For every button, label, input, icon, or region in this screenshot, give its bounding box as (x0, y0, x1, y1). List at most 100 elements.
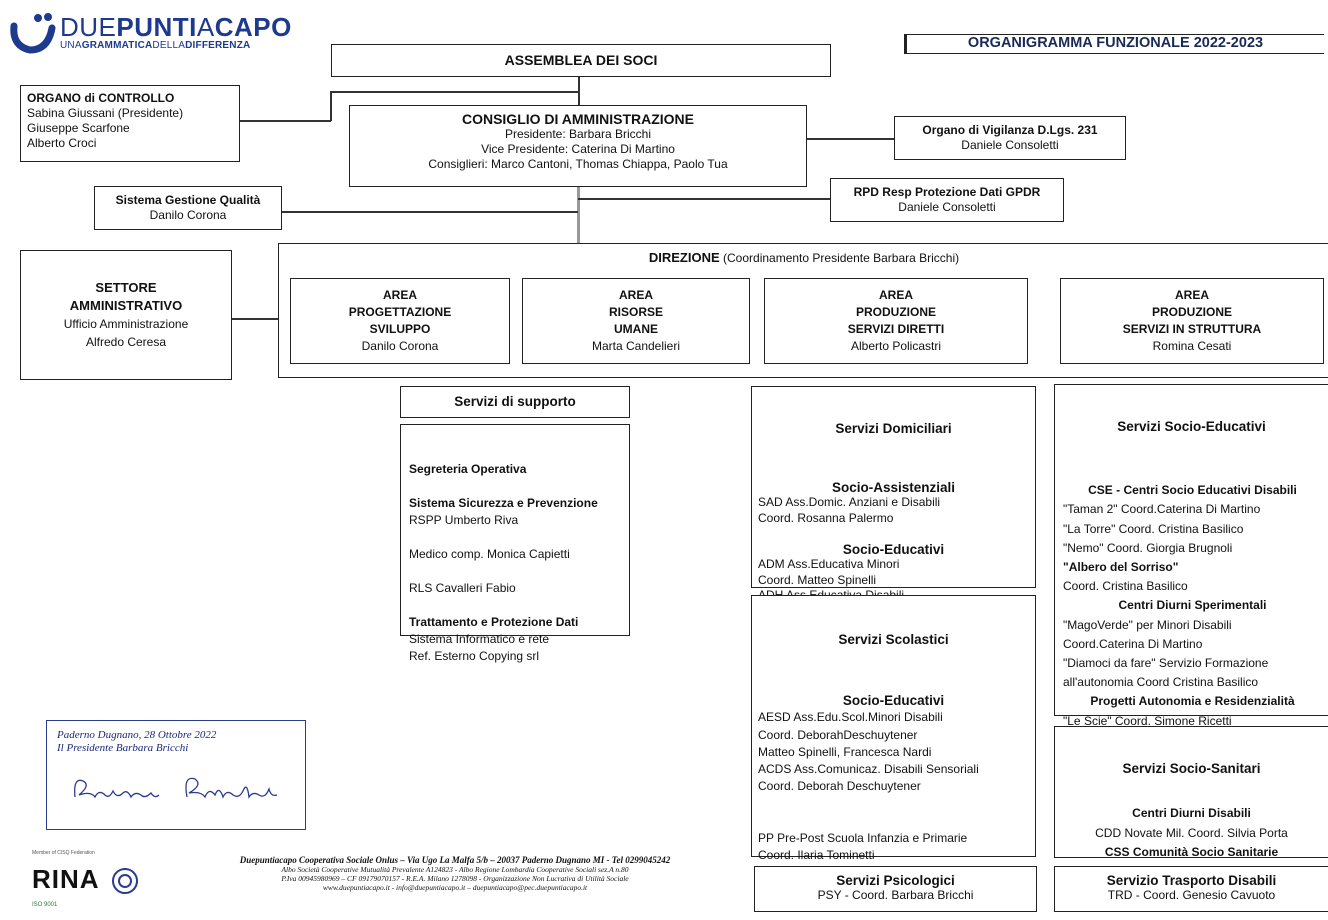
service-line (758, 813, 1035, 830)
settore-sub: Ufficio Amministrazione (63, 317, 189, 331)
connector (578, 198, 830, 200)
rpd-name: Daniele Consoletti (898, 200, 996, 214)
direzione-title: DIREZIONE (648, 250, 720, 265)
consiglio-line: Vice Presidente: Caterina Di Martino (481, 142, 675, 156)
service-line (409, 478, 629, 495)
connector (232, 318, 278, 320)
area-title: AREA (1174, 288, 1209, 302)
signature-box: Paderno Dugnano, 28 Ottobre 2022 Il Pres… (46, 720, 306, 830)
area-title: AREA (382, 288, 417, 302)
area-title: RISORSE (608, 305, 663, 319)
service-line (409, 597, 629, 614)
area-title: SERVIZI IN STRUTTURA (1122, 322, 1262, 336)
logo-brand: DUEPUNTIACAPO (60, 12, 292, 42)
service-line: Progetti Autonomia e Residenzialità (1090, 694, 1295, 709)
area-title: AREA (878, 288, 913, 302)
service-line: RLS Cavalleri Fabio (409, 581, 516, 595)
rina-logo-text: RINA (32, 864, 100, 894)
service-line: SAD Ass.Domic. Anziani e Disabili (758, 495, 941, 509)
service-line: AESD Ass.Edu.Scol.Minori Disabili (758, 710, 943, 725)
domiciliari-title: Servizi Domiciliari (835, 421, 952, 436)
area-title: SVILUPPO (369, 322, 431, 336)
service-line: CSS Comunità Socio Sanitarie (1104, 845, 1279, 859)
settore-title: SETTORE (95, 280, 157, 295)
area-title: PRODUZIONE (855, 305, 936, 319)
area-title: UMANE (614, 322, 658, 336)
footer-main: Duepuntiacapo Cooperativa Sociale Onlus … (239, 855, 671, 865)
area-box: AREA PRODUZIONE SERVIZI DIRETTI Alberto … (764, 278, 1028, 364)
area-name: Marta Candelieri (591, 339, 681, 353)
service-line (758, 795, 1035, 812)
psicologici-box: Servizi Psicologici PSY - Coord. Barbara… (754, 866, 1037, 912)
consiglio-title: CONSIGLIO DI AMMINISTRAZIONE (461, 111, 695, 127)
member: Alberto Croci (27, 136, 97, 150)
connector (282, 211, 578, 213)
service-line (1063, 462, 1328, 481)
assemblea-box: ASSEMBLEA DEI SOCI (331, 44, 831, 77)
service-line: Socio-Educativi (842, 693, 945, 709)
cert-bottom-text: ISO 9001 (32, 902, 58, 908)
consiglio-box: CONSIGLIO DI AMMINISTRAZIONE Presidente:… (349, 105, 807, 187)
consiglio-line: Consiglieri: Marco Cantoni, Thomas Chiap… (428, 157, 728, 171)
service-line: "Diamoci da fare" Servizio Formazione (1063, 656, 1269, 671)
connector (806, 138, 894, 140)
qualita-title: Sistema Gestione Qualità (115, 193, 261, 207)
socio-educativi-title: Servizi Socio-Educativi (1117, 419, 1266, 434)
service-line: Segreteria Operativa (409, 462, 527, 476)
connector (330, 91, 332, 121)
settore-title: AMMINISTRATIVO (69, 298, 183, 313)
service-line (758, 675, 1035, 692)
footer-line: P.Iva 00945980969 – CF 09179070157 - R.E… (281, 874, 629, 883)
trasporto-box: Servizio Trasporto Disabili TRD - Coord.… (1054, 866, 1328, 912)
service-line (409, 563, 629, 580)
service-line: Coord. Ilaria Tominetti (758, 847, 875, 862)
certification-logo: Member of CISQ Federation RINA ISO 9001 (30, 850, 150, 914)
service-line: "Taman 2" Coord.Caterina Di Martino (1063, 502, 1261, 517)
service-line: CDD Novate Mil. Coord. Silvia Porta (1095, 825, 1288, 840)
service-line: ADM Ass.Educativa Minori (758, 557, 900, 571)
service-line: RSPP Umberto Riva (409, 513, 519, 527)
service-line: Coord. Rosanna Palermo (758, 510, 894, 525)
footer-line: Albo Società Cooperative Mutualità Preva… (281, 865, 629, 874)
service-line: "La Torre" Coord. Cristina Basilico (1063, 521, 1244, 536)
socio-sanitari-title: Servizi Socio-Sanitari (1122, 761, 1261, 776)
qualita-name: Danilo Corona (149, 208, 227, 222)
service-line: Coord.Caterina Di Martino (1063, 636, 1203, 651)
socio-educativi-list: CSE - Centri Socio Educativi Disabili "Ta… (1063, 462, 1328, 750)
trasporto-title: Servizio Trasporto Disabili (1106, 873, 1277, 888)
settore-sub: Alfredo Ceresa (85, 335, 167, 349)
area-title: AREA (618, 288, 653, 302)
logo-tagline: UNAGRAMMATICADELLADIFFERENZA (60, 40, 251, 51)
scolastici-title: Servizi Scolastici (838, 632, 949, 647)
service-line: Medico comp. Monica Capietti (409, 547, 570, 561)
page-title: ORGANIGRAMMA FUNZIONALE 2022-2023 (904, 34, 1324, 54)
service-line: ACDS Ass.Comunicaz. Disabili Sensoriali (758, 762, 979, 776)
service-line: Coord. Matteo Spinelli (758, 572, 877, 587)
seal-icon (112, 868, 138, 894)
psicologici-title: Servizi Psicologici (836, 873, 955, 888)
service-line: CSE - Centri Socio Educativi Disabili (1088, 483, 1297, 498)
service-line: Socio-Educativi (842, 541, 945, 557)
service-line (758, 464, 1035, 480)
area-box: AREA PROGETTAZIONE SVILUPPO Danilo Coron… (290, 278, 510, 364)
vigilanza-name: Daniele Consoletti (961, 138, 1059, 152)
service-line: Coord. DeborahDeschuytener (758, 727, 918, 742)
area-title: SERVIZI DIRETTI (847, 322, 945, 336)
service-line (409, 529, 629, 546)
service-line: "Nemo" Coord. Giorgia Brugnoli (1063, 540, 1233, 555)
service-line: Centri Diurni Sperimentali (1118, 598, 1267, 613)
service-line: PP Pre-Post Scuola Infanzia e Primarie (758, 830, 968, 845)
service-line: Trattamento e Protezione Dati (409, 615, 579, 629)
socio-educativi-box: Servizi Socio-Educativi CSE - Centri Soc… (1054, 384, 1328, 747)
organo-controllo-title: ORGANO di CONTROLLO (27, 91, 175, 105)
vigilanza-box: Organo di Vigilanza D.Lgs. 231 Daniele C… (894, 116, 1126, 160)
cert-top-text: Member of CISQ Federation (32, 850, 95, 856)
service-line (758, 526, 1035, 542)
settore-amministrativo-box: SETTORE AMMINISTRATIVO Ufficio Amministr… (20, 250, 232, 380)
footer-line: www.duepuntiacapo.it - info@duepuntiacap… (322, 883, 588, 892)
service-line: Coord. Cristina Basilico (1063, 579, 1188, 594)
connector (578, 76, 580, 106)
